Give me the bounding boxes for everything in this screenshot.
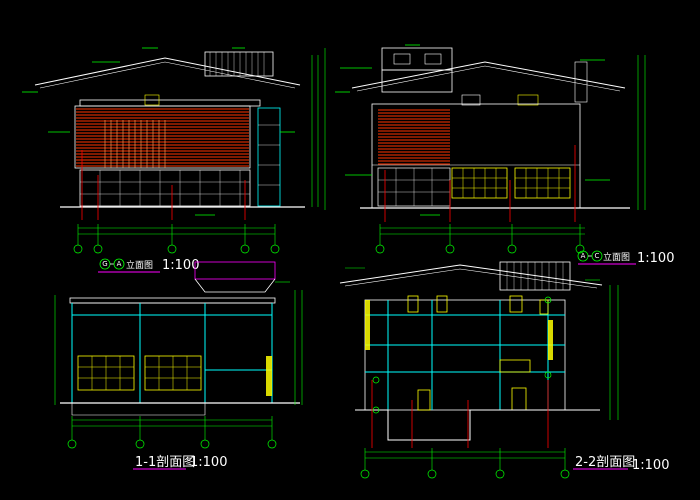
elevation-a-c-grid-label-to: C — [595, 252, 600, 260]
section-1-1-title: 1-1剖面图 — [135, 455, 195, 470]
elevation-g-a-title: 立面图 — [126, 259, 153, 271]
elevation-a-c-grid-label-from: A — [581, 252, 586, 260]
elevation-a-c-roof — [351, 61, 626, 89]
section-2-2-title: 2-2剖面图 — [575, 455, 635, 470]
elevation-g-a-scale: 1:100 — [162, 258, 199, 273]
elevation-g-a-facade — [74, 105, 251, 169]
elevation-a-c-title: 立面图 — [603, 251, 630, 263]
section-2-2-roof — [339, 264, 603, 286]
elevation-a-c: A C 立面图 1:100 — [324, 44, 674, 266]
elevation-g-a-stripes — [76, 108, 249, 167]
elevation-g-a-grid-circle-to — [113, 258, 125, 270]
section-2-2-body — [364, 299, 566, 411]
elevation-a-c-main-volume — [371, 103, 581, 209]
elevation-a-c-window-right — [514, 167, 571, 199]
elevation-a-c-scale: 1:100 — [637, 251, 674, 266]
elevation-g-a-grille — [104, 120, 166, 168]
section-1-1-scale: 1:100 — [190, 455, 227, 470]
elevation-g-a-grid-label-to: A — [117, 260, 122, 268]
elevation-g-a-grid-label-from: G — [102, 260, 107, 268]
elevation-g-a-glazing — [80, 170, 250, 206]
elevation-a-c-window-left — [451, 167, 508, 199]
section-1-1-body — [71, 302, 273, 404]
elevation-g-a: G A 立面图 1:100 — [22, 47, 319, 273]
elevation-a-c-grid-circle-to — [591, 250, 603, 262]
elevation-g-a-roof-ribs — [209, 52, 265, 76]
section-2-2-scale: 1:100 — [632, 458, 669, 473]
elevation-a-c-stripes — [378, 109, 450, 165]
section-1-1-roof-box — [194, 261, 276, 280]
section-1-1: 1-1剖面图 1:100 — [54, 261, 303, 470]
section-2-2: 2-2剖面图 1:100 — [339, 261, 669, 479]
